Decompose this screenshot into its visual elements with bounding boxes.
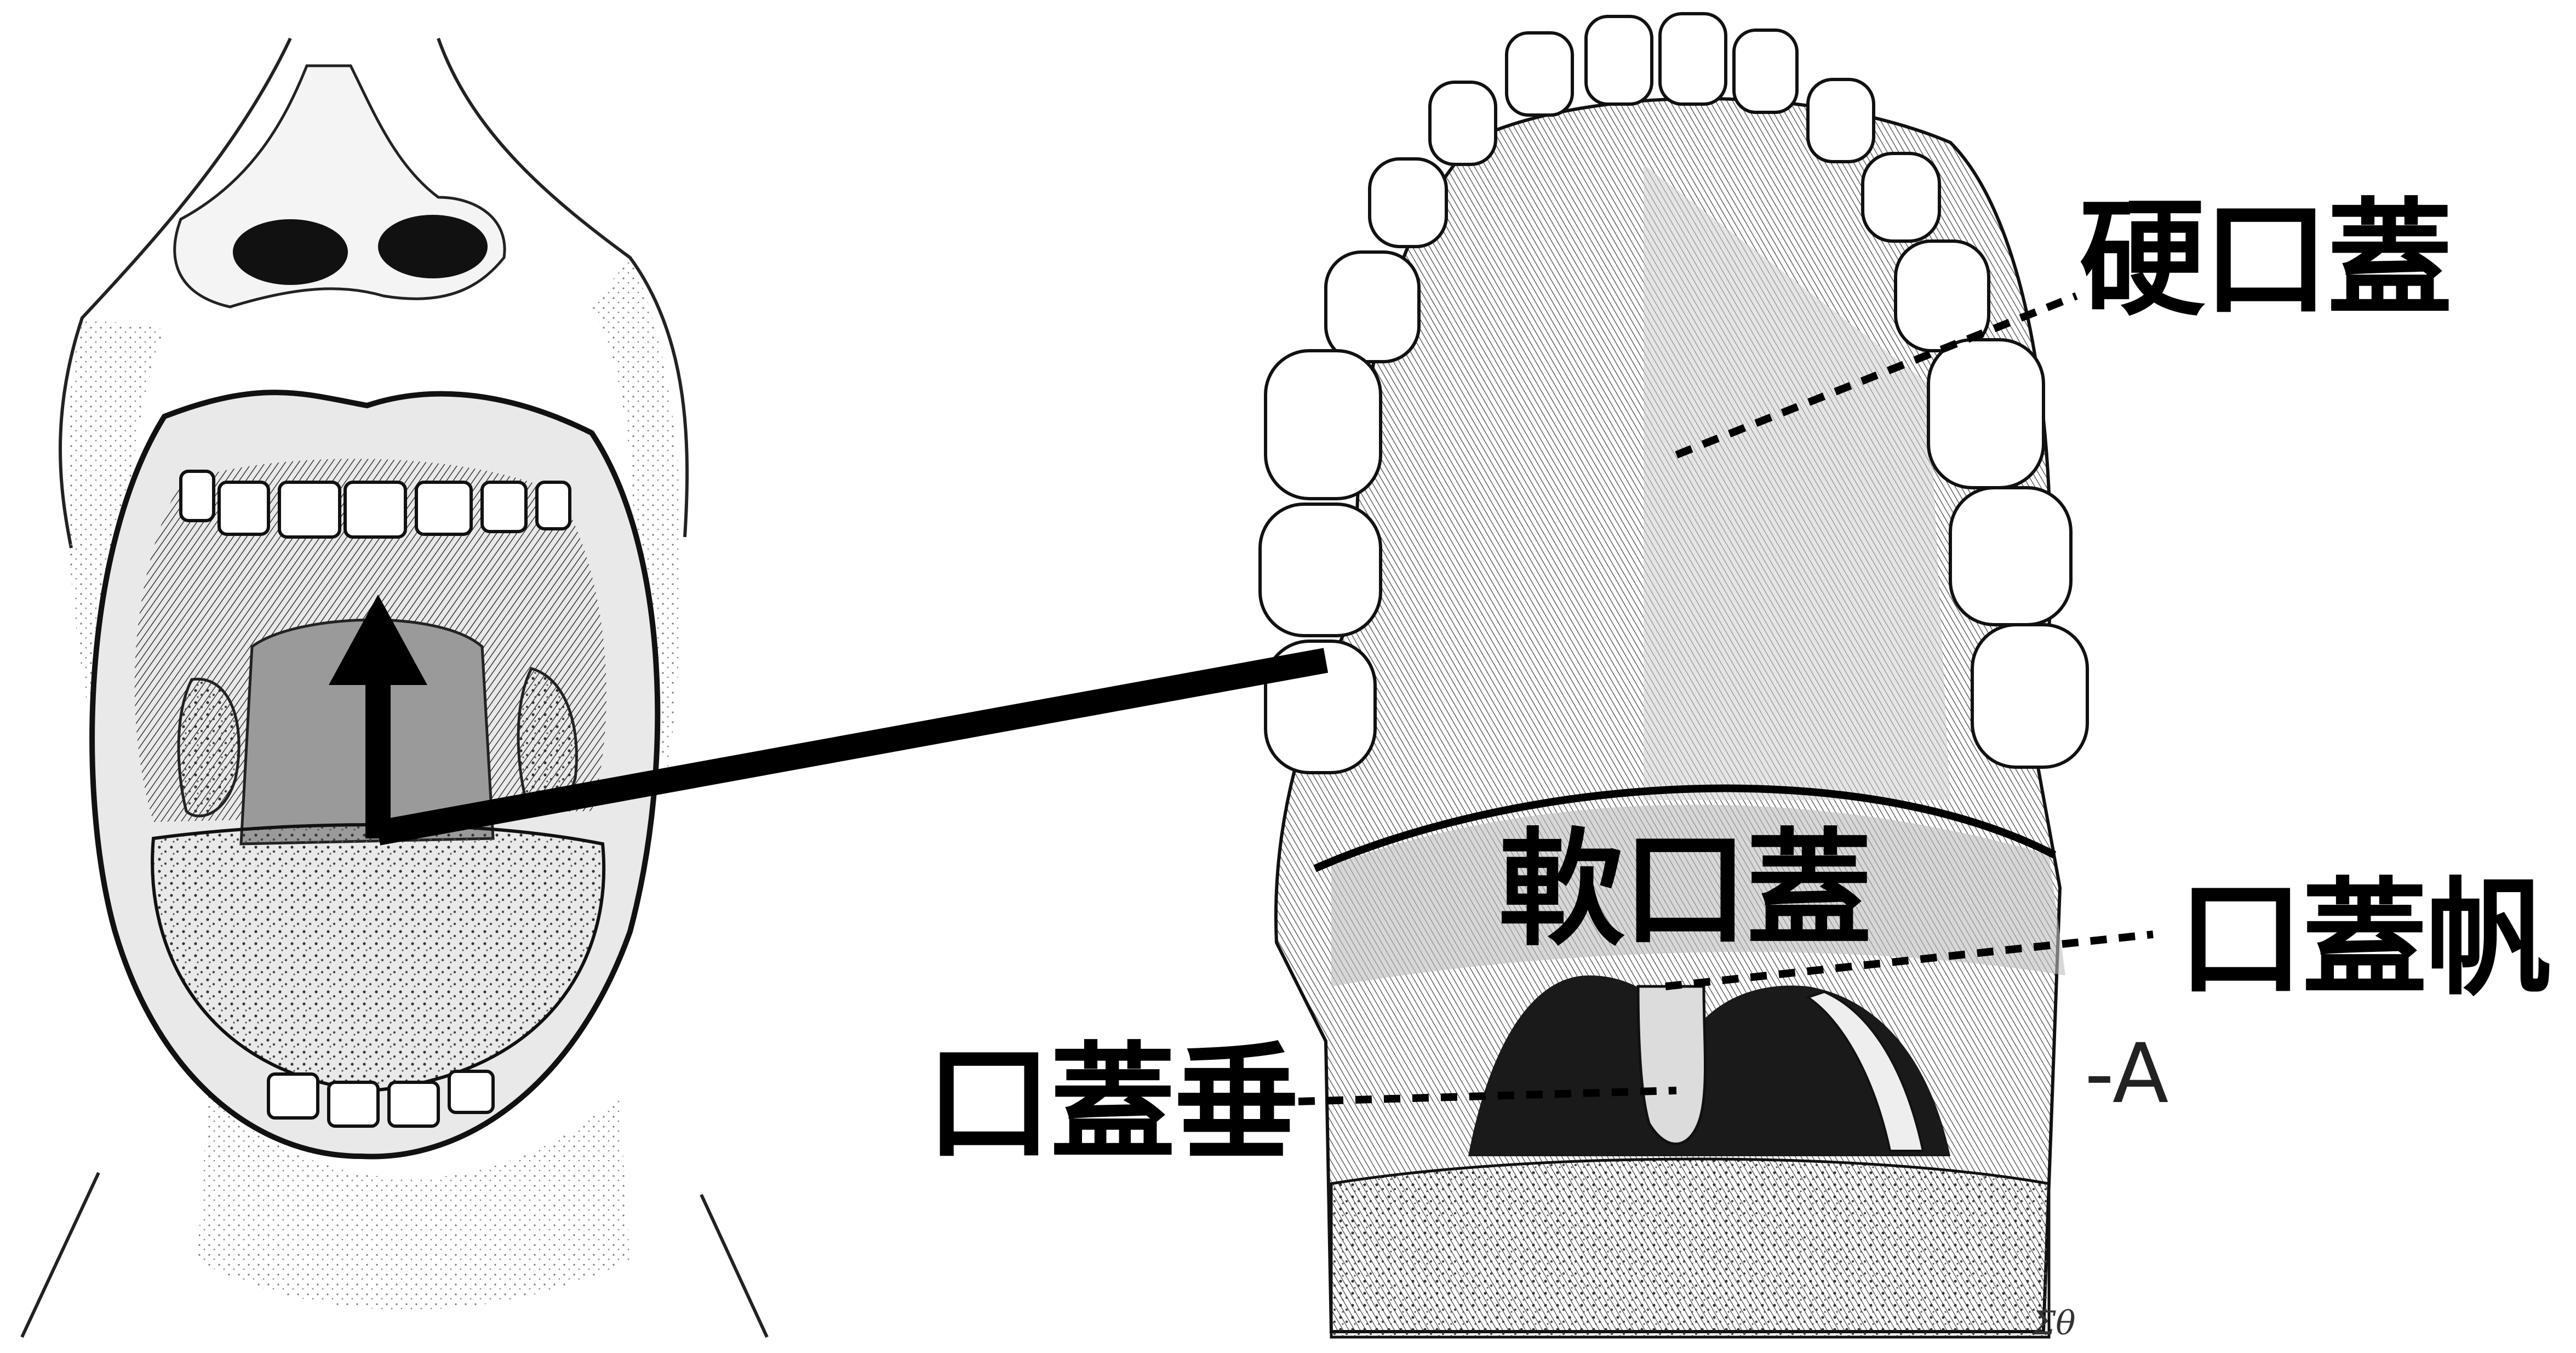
velum-label: 口蓋帆 xyxy=(2178,866,2551,1013)
upper-teeth xyxy=(179,470,571,539)
arrow-head xyxy=(329,595,427,685)
lower-teeth xyxy=(267,1070,495,1128)
palatopharyngeal-arch xyxy=(1805,990,1925,1152)
soft-palate-label: 軟口蓋 xyxy=(1498,817,1872,963)
annotations xyxy=(329,292,2154,1105)
velum-leader xyxy=(1665,930,2154,990)
palate-illustration xyxy=(1258,12,2089,1339)
connector-arrow-line xyxy=(375,648,1329,846)
soft-palate-boundary xyxy=(1313,784,2057,872)
right-nostril xyxy=(378,215,488,278)
tongue-base xyxy=(1330,1157,2051,1339)
uvula-shape xyxy=(1636,985,1707,1145)
uvula-leader xyxy=(1298,1087,1677,1105)
open-mouth-illustration xyxy=(20,37,769,1338)
soft-palate-surface xyxy=(1331,804,2065,986)
hard-palate-label: 硬口蓋 xyxy=(2079,187,2453,333)
nose xyxy=(173,64,506,309)
marker-a-label: -A xyxy=(2085,1026,2169,1122)
left-nostril xyxy=(233,219,348,285)
left-tonsil xyxy=(177,677,241,818)
pharynx-opening xyxy=(1468,975,1950,1156)
upper-teeth-arch xyxy=(1258,12,2089,774)
hard-palate-leader xyxy=(1675,292,2078,459)
engraver-signature: Σθ xyxy=(2033,1304,2076,1343)
uvula-label: 口蓋垂 xyxy=(926,1031,1300,1177)
